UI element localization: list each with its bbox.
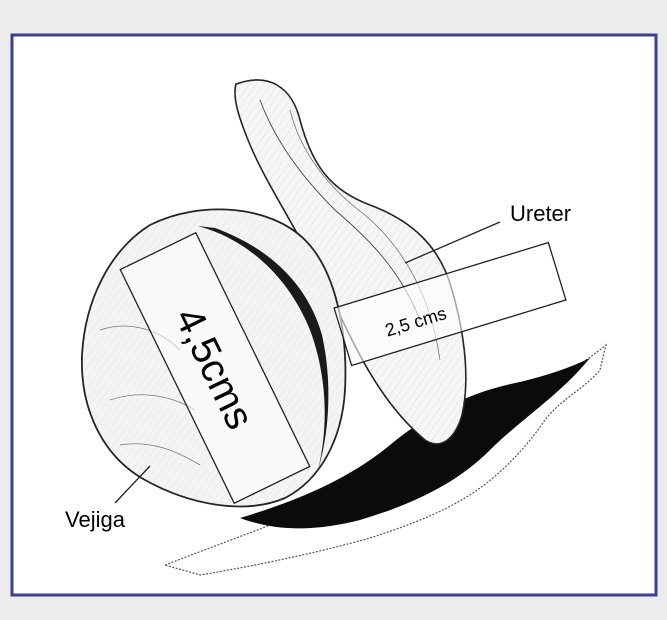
bladder-label: Vejiga — [65, 507, 126, 532]
ureter-label: Ureter — [510, 201, 571, 226]
